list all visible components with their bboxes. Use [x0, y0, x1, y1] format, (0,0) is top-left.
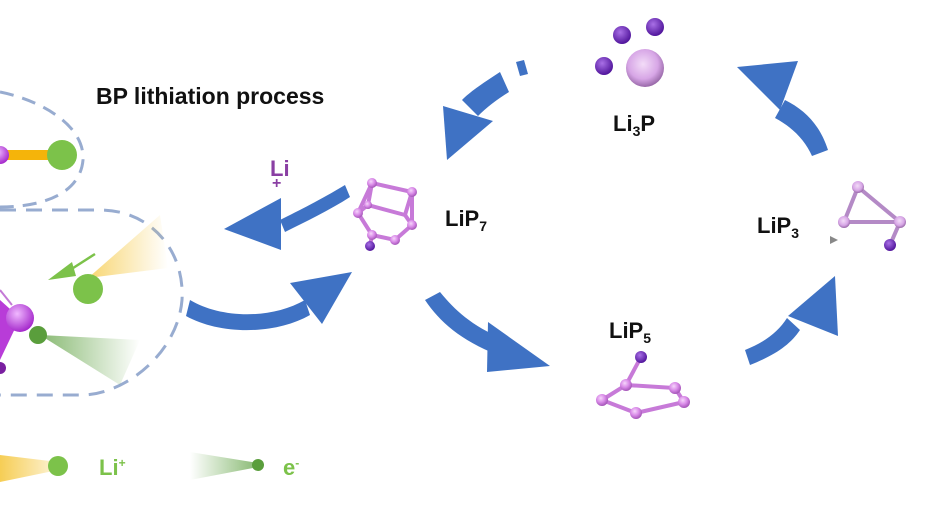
li-insert-mark: + — [272, 175, 282, 192]
label-lip5: LiP5 — [609, 318, 652, 346]
bond-fragment-top — [0, 140, 77, 170]
dashed-enclosure-bottom — [0, 208, 184, 397]
legend-electron-label: e- — [283, 455, 300, 480]
diagram-title: BP lithiation process — [96, 83, 325, 109]
lip3-molecule — [830, 181, 906, 251]
lip5-molecule — [596, 351, 690, 419]
label-li3p: Li3P — [613, 111, 656, 139]
host-atom-fragment — [0, 289, 140, 385]
arrow-li3p-to-lip7 — [443, 60, 528, 160]
dashed-enclosure-top — [0, 90, 85, 209]
li-insert-base: Li — [270, 156, 290, 181]
li-ion-incoming — [48, 215, 168, 304]
arrow-lip3-to-li3p — [737, 61, 828, 156]
li3p-molecule — [595, 18, 664, 87]
arrow-li-insert — [224, 185, 350, 250]
label-lip7: LiP7 — [445, 206, 488, 234]
legend-li-ion-marker — [0, 455, 68, 482]
arrow-lip5-to-lip3 — [745, 276, 838, 365]
label-lip3: LiP3 — [757, 213, 800, 241]
arrow-to-lip7 — [186, 272, 352, 331]
arrow-lip7-to-lip5 — [425, 292, 550, 372]
legend-electron-marker — [190, 452, 264, 480]
li-insert-label: Li + — [270, 158, 290, 192]
lip7-molecule — [353, 178, 417, 251]
legend-li-ion-label: Li+ — [99, 455, 126, 480]
